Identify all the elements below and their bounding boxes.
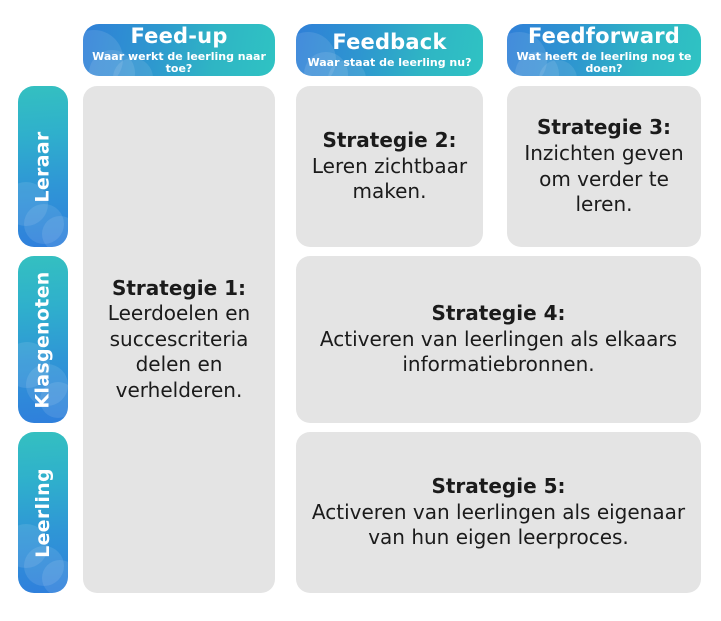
strategy-heading: Strategie 5: xyxy=(431,474,566,499)
row-label: Leerling xyxy=(32,467,54,558)
column-header-feed-up[interactable]: Feed-up Waar werkt de leerling naar toe? xyxy=(83,24,275,76)
strategy-body: Activeren van leerlingen als eigenaar va… xyxy=(311,499,686,550)
strategy-body: Activeren van leerlingen als elkaars inf… xyxy=(319,326,678,377)
column-header-feedback[interactable]: Feedback Waar staat de leerling nu? xyxy=(296,24,483,76)
column-title: Feedback xyxy=(332,29,447,54)
column-subtitle: Waar werkt de leerling naar toe? xyxy=(92,49,266,76)
row-label: Klasgenoten xyxy=(32,270,55,409)
strategy-heading: Strategie 2: xyxy=(322,128,457,153)
column-subtitle: Waar staat de leerling nu? xyxy=(307,55,472,69)
column-title: Feedforward xyxy=(527,24,681,48)
strategy-body: Inzichten geven om verder te leren. xyxy=(524,140,684,217)
column-subtitle: Wat heeft de leerling nog te doen? xyxy=(516,49,692,76)
row-header-leerling[interactable]: Leerling xyxy=(18,432,68,593)
strategy-card-1[interactable]: Strategie 1: Leerdoelen en succescriteri… xyxy=(83,86,275,593)
strategy-heading: Strategie 3: xyxy=(536,115,672,140)
row-label: Leraar xyxy=(32,130,54,203)
strategy-heading: Strategie 4: xyxy=(431,301,566,326)
strategy-body: Leren zichtbaar maken. xyxy=(311,153,468,204)
strategy-card-4[interactable]: Strategie 4: Activeren van leerlingen al… xyxy=(296,256,701,423)
strategy-card-5[interactable]: Strategie 5: Activeren van leerlingen al… xyxy=(296,432,701,593)
strategy-card-3[interactable]: Strategie 3: Inzichten geven om verder t… xyxy=(507,86,701,247)
column-header-feedforward[interactable]: Feedforward Wat heeft de leerling nog te… xyxy=(507,24,701,76)
row-header-klasgenoten[interactable]: Klasgenoten xyxy=(18,256,68,423)
column-title: Feed-up xyxy=(130,24,228,48)
strategy-heading: Strategie 1: xyxy=(111,275,247,300)
row-header-leraar[interactable]: Leraar xyxy=(18,86,68,247)
strategy-card-2[interactable]: Strategie 2: Leren zichtbaar maken. xyxy=(296,86,483,247)
strategy-body: Leerdoelen en succescriteria delen en ve… xyxy=(107,301,251,402)
